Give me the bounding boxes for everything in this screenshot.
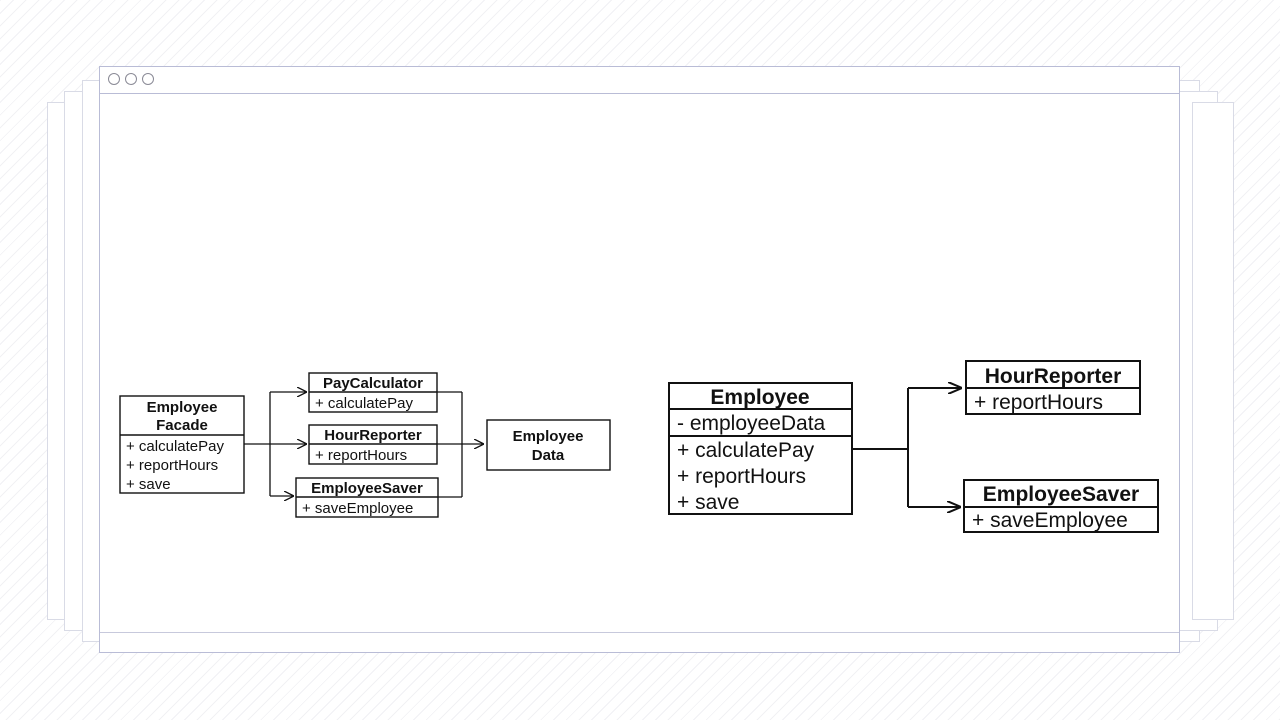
employeesaver-left-title: EmployeeSaver xyxy=(311,480,423,497)
facade-title-line2: Facade xyxy=(156,417,208,434)
window-titlebar xyxy=(100,67,1179,94)
hourreporter-left-title: HourReporter xyxy=(324,427,422,444)
facade-member-calculatepay: + calculatePay xyxy=(126,438,224,455)
employeesaver-right-member: + saveEmployee xyxy=(972,509,1128,532)
hourreporter-class-right[interactable]: HourReporter + reportHours xyxy=(965,360,1141,415)
hourreporter-class-left[interactable]: HourReporter + reportHours xyxy=(308,424,438,465)
employee-title: Employee xyxy=(710,386,809,409)
facade-member-reporthours: + reportHours xyxy=(126,457,218,474)
employee-data-box[interactable]: Employee Data xyxy=(486,419,611,471)
facade-member-save: + save xyxy=(126,476,171,493)
employeesaver-right-title: EmployeeSaver xyxy=(983,483,1139,506)
employeesaver-class-right[interactable]: EmployeeSaver + saveEmployee xyxy=(963,479,1159,533)
employeesaver-class-left[interactable]: EmployeeSaver + saveEmployee xyxy=(295,477,439,518)
left-diagram: Employee Facade + calculatePay + reportH… xyxy=(119,372,611,518)
window-frame xyxy=(99,66,1180,653)
background-page-right-3 xyxy=(1192,102,1234,620)
facade-connectors xyxy=(244,392,307,496)
employee-member-calculatepay: + calculatePay xyxy=(677,439,815,462)
employee-facade-class[interactable]: Employee Facade + calculatePay + reportH… xyxy=(119,395,245,494)
hourreporter-left-member: + reportHours xyxy=(315,447,407,464)
data-connectors xyxy=(437,391,484,498)
window-minimize-dot[interactable] xyxy=(125,73,137,85)
hourreporter-right-title: HourReporter xyxy=(985,365,1122,388)
employee-member-save: + save xyxy=(677,491,739,514)
facade-title-line1: Employee xyxy=(147,399,218,416)
window-footer xyxy=(100,632,1179,652)
paycalculator-class[interactable]: PayCalculator + calculatePay xyxy=(308,372,438,413)
employee-class[interactable]: Employee - employeeData + calculatePay +… xyxy=(668,382,853,515)
employee-data-line1: Employee xyxy=(513,428,584,445)
employee-connectors xyxy=(852,388,962,507)
paycalculator-title: PayCalculator xyxy=(323,375,423,392)
employeesaver-left-member: + saveEmployee xyxy=(302,500,413,517)
right-diagram: Employee - employeeData + calculatePay +… xyxy=(668,360,1159,533)
window-close-dot[interactable] xyxy=(108,73,120,85)
employee-data-line2: Data xyxy=(532,447,565,464)
hourreporter-right-member: + reportHours xyxy=(974,391,1103,414)
window-maximize-dot[interactable] xyxy=(142,73,154,85)
employee-member-reporthours: + reportHours xyxy=(677,465,806,488)
employee-attribute: - employeeData xyxy=(677,412,826,435)
paycalculator-member: + calculatePay xyxy=(315,395,413,412)
